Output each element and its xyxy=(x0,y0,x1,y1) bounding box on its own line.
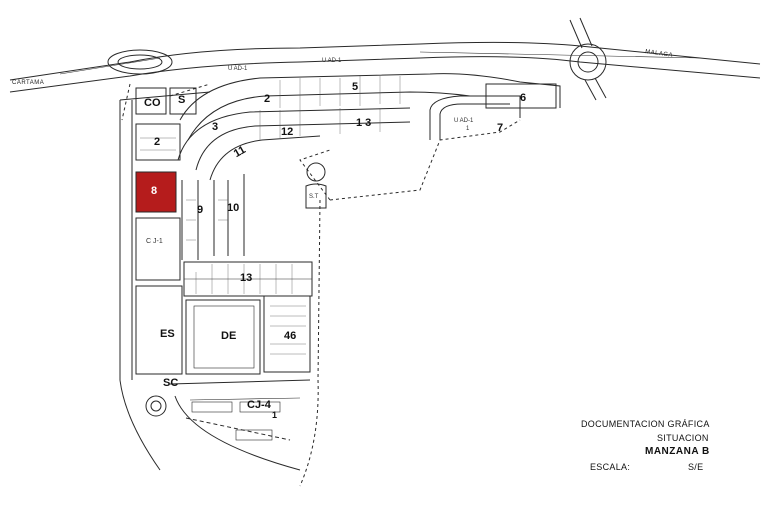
block-label-s: S xyxy=(178,94,186,106)
highlighted-block-8 xyxy=(135,171,177,213)
block-label-2-top: 2 xyxy=(264,93,271,105)
block-label-st: S.T xyxy=(309,194,319,200)
block-label-8: 8 xyxy=(151,185,158,197)
street-band-inner xyxy=(187,91,471,141)
block-label-de: DE xyxy=(221,330,237,342)
block-label-2-left: 2 xyxy=(154,136,161,148)
zone-label-uad1-top2: U AD-1 xyxy=(322,58,342,64)
block-label-10: 10 xyxy=(227,202,240,214)
legend-manzana: MANZANA B xyxy=(645,446,710,457)
zone-label-uad1-right: U AD-1 xyxy=(454,118,474,124)
legend-documentation: DOCUMENTACION GRÁFICA xyxy=(581,419,710,429)
zone-label-uad1-right-num: 1 xyxy=(466,126,470,132)
legend-escala-value: S/E xyxy=(688,462,704,472)
block-label-5: 5 xyxy=(352,81,359,93)
block-label-9: 9 xyxy=(197,204,204,216)
block-label-3: 3 xyxy=(212,121,219,133)
block-label-co: CO xyxy=(144,97,161,109)
highway-north-edge xyxy=(9,41,761,81)
block-label-13: 13 xyxy=(240,272,253,284)
block-label-46: 46 xyxy=(284,330,297,342)
block-label-12: 12 xyxy=(281,126,294,138)
block-label-cj4-num: 1 xyxy=(272,410,278,420)
block-label-cj1: C J-1 xyxy=(146,238,163,245)
highway-south-edge xyxy=(9,56,761,93)
block-label-13-top: 1 3 xyxy=(356,117,372,129)
zone-label-uad1-top: U AD-1 xyxy=(228,66,248,72)
block-label-cj4: CJ-4 xyxy=(247,399,271,411)
street-band-outer xyxy=(179,73,561,121)
block-label-es: ES xyxy=(160,328,175,340)
legend-escala-label: ESCALA: xyxy=(590,462,631,472)
block-label-7: 7 xyxy=(497,122,504,134)
block-label-sc: SC xyxy=(163,377,179,389)
road-label-west: CARTAMA xyxy=(12,80,45,86)
block-label-6: 6 xyxy=(520,92,527,104)
legend-situacion: SITUACION xyxy=(657,433,709,443)
